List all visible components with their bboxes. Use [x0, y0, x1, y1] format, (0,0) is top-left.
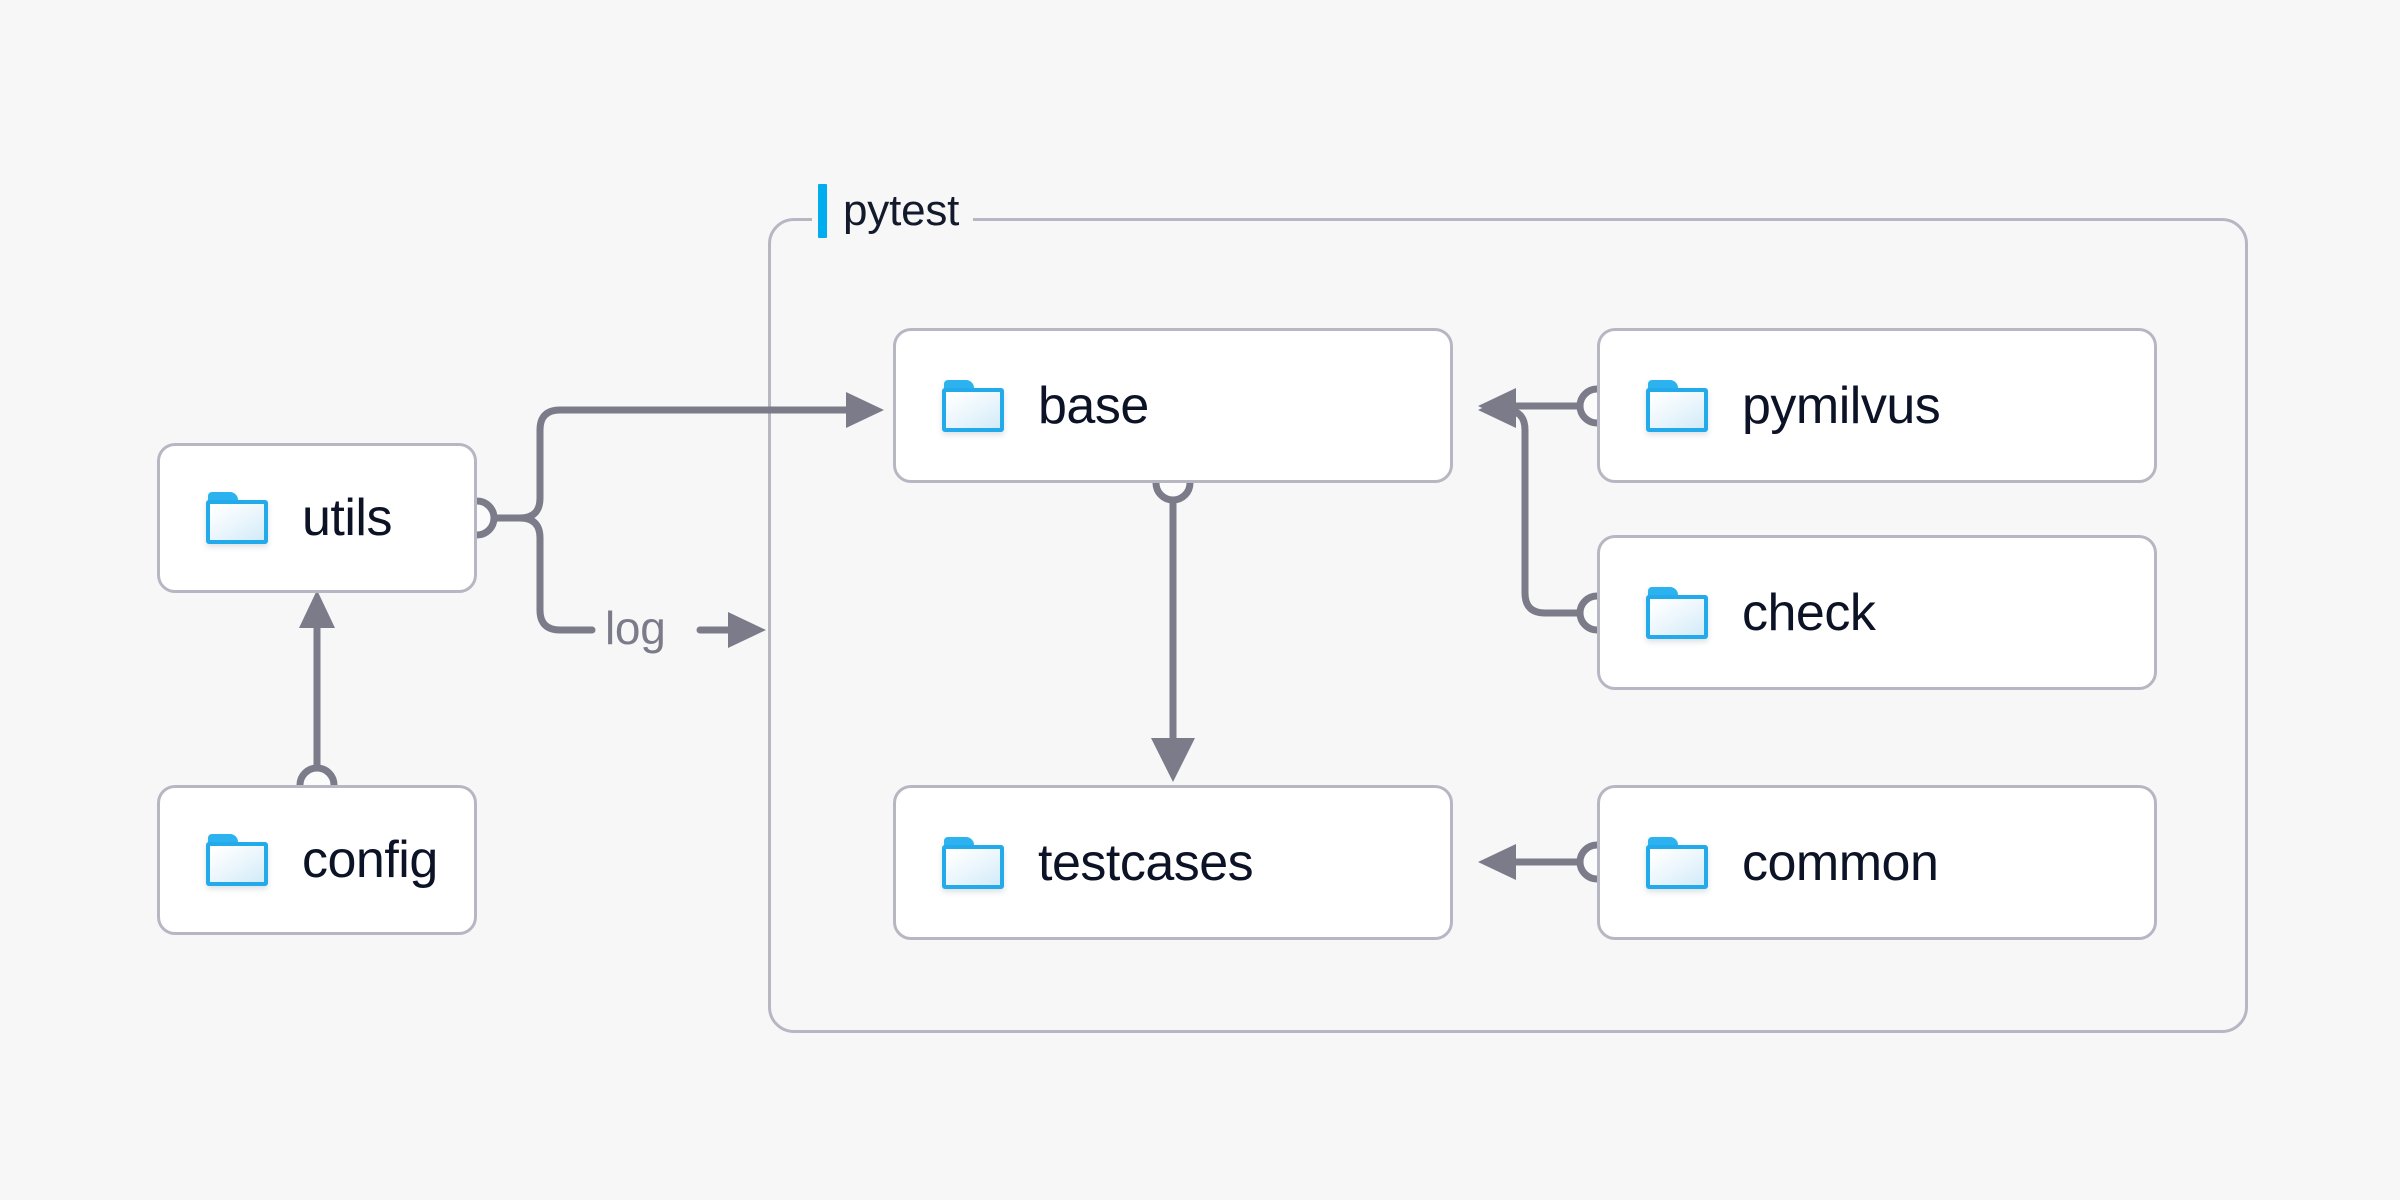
node-pymilvus[interactable]: pymilvus [1597, 328, 2157, 483]
node-label-common: common [1742, 833, 1939, 892]
folder-icon [942, 379, 1004, 432]
node-label-pymilvus: pymilvus [1742, 376, 1941, 435]
group-container-pytest[interactable] [768, 218, 2248, 1033]
node-label-check: check [1742, 583, 1876, 642]
node-label-utils: utils [302, 489, 392, 547]
folder-icon [1646, 836, 1708, 889]
edge-log-arrow [696, 612, 766, 648]
folder-icon [206, 834, 268, 886]
accent-bar-icon [818, 184, 827, 238]
node-base[interactable]: base [893, 328, 1453, 483]
folder-icon [206, 492, 268, 544]
folder-icon [1646, 586, 1708, 639]
edge-label-log: log [605, 602, 666, 654]
node-label-base: base [1038, 376, 1149, 435]
group-label-pytest: pytest [812, 178, 974, 244]
group-label-text: pytest [843, 186, 960, 235]
edge-config-utils [296, 590, 338, 806]
node-check[interactable]: check [1597, 535, 2157, 690]
node-utils[interactable]: utils [157, 443, 477, 593]
node-label-config: config [302, 831, 438, 889]
folder-icon [1646, 379, 1708, 432]
node-testcases[interactable]: testcases [893, 785, 1453, 940]
node-common[interactable]: common [1597, 785, 2157, 940]
node-config[interactable]: config [157, 785, 477, 935]
node-label-testcases: testcases [1038, 833, 1254, 892]
edge-utils-log [488, 514, 596, 634]
folder-icon [942, 836, 1004, 889]
